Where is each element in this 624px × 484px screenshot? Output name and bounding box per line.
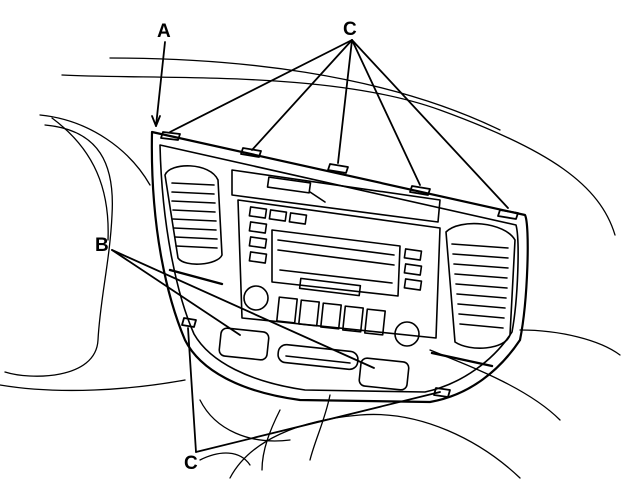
right-air-vent [430,222,516,368]
callout-a: A [157,21,171,42]
leader-lines [111,39,509,453]
lower-control-strip [218,327,410,391]
audio-unit [237,199,441,347]
callout-c-top: C [343,19,357,40]
callout-b: B [95,235,109,256]
upper-tray [231,169,441,223]
center-panel-inner-edge [159,144,519,393]
center-panel-bezel [150,130,529,404]
callout-c-bottom: C [184,453,198,474]
left-air-vent [164,165,224,286]
